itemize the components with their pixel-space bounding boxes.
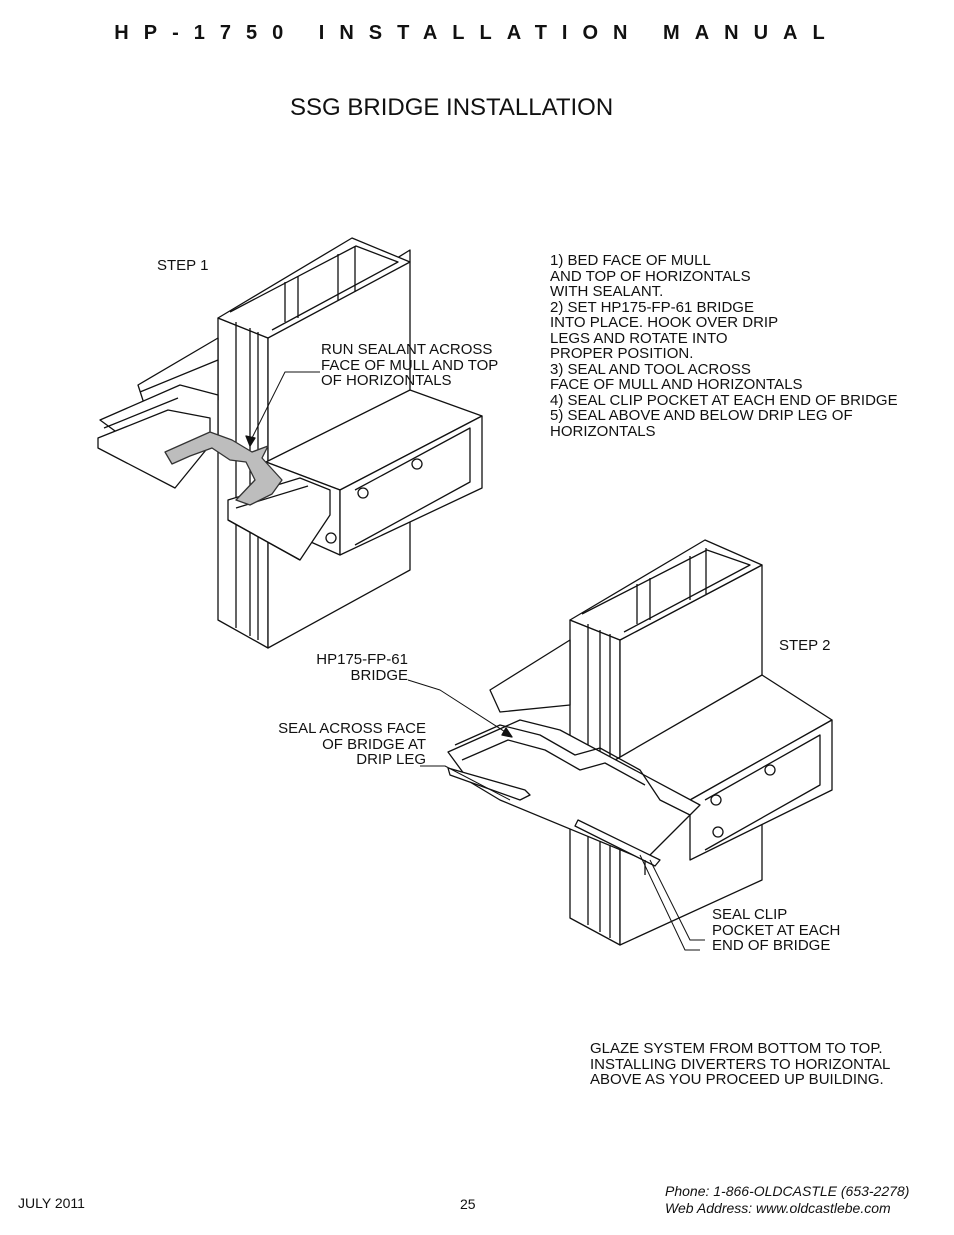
page-title: SSG BRIDGE INSTALLATION [290,94,614,121]
step2-assembly [407,539,833,951]
glazing-note: GLAZE SYSTEM FROM BOTTOM TO TOP. INSTALL… [590,1040,891,1088]
step1-sealant-callout: RUN SEALANT ACROSS FACE OF MULL AND TOP … [321,341,499,389]
step1-label: STEP 1 [157,257,209,274]
bridge-callout: HP175-FP-61 BRIDGE [316,651,408,684]
seal-face-callout: SEAL ACROSS FACE OF BRIDGE AT DRIP LEG [278,720,426,768]
page-number: 25 [460,1196,476,1212]
footer-date: JULY 2011 [18,1195,85,1211]
step1-assembly [97,237,483,649]
manual-header: HP-1750 INSTALLATION MANUAL [114,22,840,44]
footer-web-address: Web Address: www.oldcastlebe.com [665,1200,891,1216]
instructions-list: 1) BED FACE OF MULL AND TOP OF HORIZONTA… [550,252,898,440]
seal-clip-callout: SEAL CLIP POCKET AT EACH END OF BRIDGE [712,906,841,954]
footer-phone: Phone: 1-866-OLDCASTLE (653-2278) [665,1183,910,1199]
step2-label: STEP 2 [779,637,831,654]
